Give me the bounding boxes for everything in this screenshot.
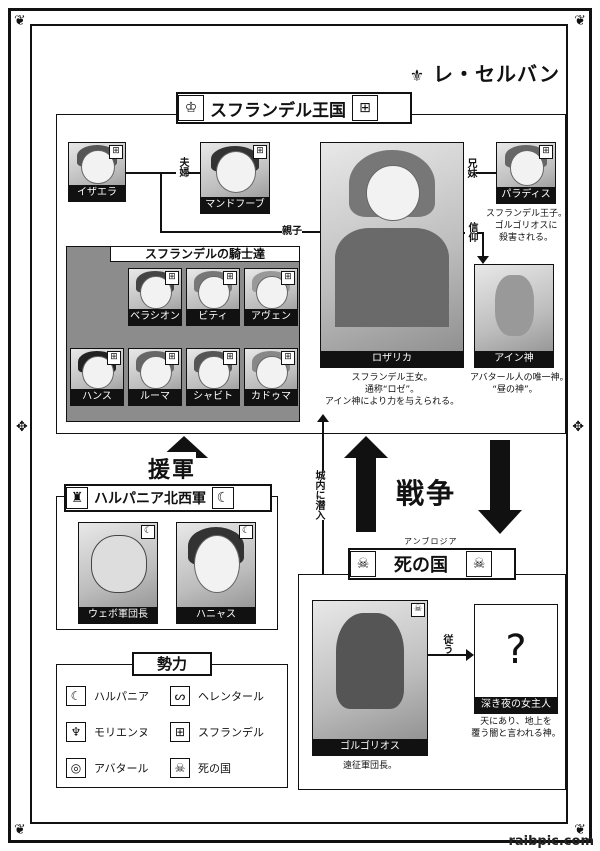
spouse-line: [126, 172, 200, 174]
faith-arrow-icon: [477, 256, 489, 264]
portrait-knight: ⊞ ベラシオン: [128, 268, 182, 326]
skull-icon: ☠: [411, 603, 425, 617]
portrait-hanyasu: ☾ ハニャス: [176, 522, 256, 624]
crescent-icon: ☾: [66, 686, 86, 706]
war-arrow-up-shaft: [356, 458, 376, 532]
page-title: ⚜ レ・セルバン: [409, 62, 560, 86]
portrait-knight: ⊞ カドゥマ: [244, 348, 298, 406]
kingdom-crest-icon: ♔: [178, 95, 204, 121]
shield-cross-icon: ⊞: [170, 722, 190, 742]
trident-icon: ♆: [66, 722, 86, 742]
shield-cross-icon: ⊞: [223, 271, 237, 285]
crescent-icon: ☾: [141, 525, 155, 539]
skull-icon: ☠: [170, 758, 190, 778]
side-ornament-icon: ✥: [16, 419, 28, 435]
watermark: raibpic.com: [508, 834, 594, 849]
portrait-knight: ⊞ シャビト: [186, 348, 240, 406]
skull-icon: ☠: [466, 551, 492, 577]
siblings-line: [464, 172, 496, 174]
portrait-izaera: ⊞ イザエラ: [68, 142, 126, 202]
rings-icon: ◎: [66, 758, 86, 778]
reinforcement-label: 援軍: [148, 452, 197, 484]
portrait-rozarika: ロザリカ: [320, 142, 464, 368]
unknown-mark: ?: [505, 627, 527, 673]
shield-cross-icon: ⊞: [223, 351, 237, 365]
relation-label-spouse: 夫婦: [176, 157, 188, 177]
rune-icon: ᔕ: [170, 686, 190, 706]
skull-icon: ☠: [350, 551, 376, 577]
war-arrow-down-shaft: [490, 440, 510, 512]
war-arrow-down-icon: [478, 510, 522, 534]
legend-title: 勢力: [132, 652, 212, 676]
portrait-paradisu: ⊞ パラディス: [496, 142, 556, 204]
portrait-queen-unknown: ? 深き夜の女主人: [474, 604, 558, 714]
ornate-border: [8, 8, 592, 843]
legend-item: ♆ モリエンヌ: [66, 722, 149, 742]
crescent-icon: ☾: [212, 487, 234, 509]
shield-cross-icon: ⊞: [109, 145, 123, 159]
legend-item: ᔕ ヘレンタール: [170, 686, 264, 706]
portrait-knight: ⊞ ルーマ: [128, 348, 182, 406]
shield-cross-icon: ⊞: [352, 95, 378, 121]
portrait-knight: ⊞ アヴェン: [244, 268, 298, 326]
death-country-ruby: アンブロジア: [404, 537, 458, 546]
portrait-knight: ⊞ ハンス: [70, 348, 124, 406]
description-paradisu: スフランデル王子。 ゴルゴリオスに 殺害される。: [486, 209, 568, 243]
legend-item: ◎ アバタール: [66, 758, 149, 778]
side-ornament-icon: ✥: [572, 419, 584, 435]
shield-cross-icon: ⊞: [165, 271, 179, 285]
shield-cross-icon: ⊞: [253, 145, 267, 159]
flourish-icon: ⚜: [409, 66, 426, 85]
infiltration-label: 城内に潜入: [312, 470, 324, 520]
harpania-crest-icon: ♜: [66, 487, 88, 509]
corner-ornament-icon: ❦: [574, 13, 586, 29]
portrait-webo: ☾ ウェボ軍団長: [78, 522, 158, 624]
kingdom-title-plate: ♔ スフランデル王国 ⊞: [176, 92, 412, 124]
description-queen: 天にあり、地上を 覆う闇と言われる神。: [471, 717, 561, 739]
relation-label-siblings: 兄妹: [464, 158, 476, 178]
war-arrow-up-icon: [344, 436, 388, 458]
parent-child-line: [160, 231, 320, 233]
relation-label-parent-child: 親子: [282, 222, 302, 237]
legend-item: ☾ ハルパニア: [66, 686, 149, 706]
relation-label-faith: 信仰: [465, 222, 477, 242]
portrait-ain: アイン神: [474, 264, 554, 368]
portrait-gorgorios: ☠ ゴルゴリオス: [312, 600, 428, 756]
shield-cross-icon: ⊞: [281, 271, 295, 285]
death-country-title-plate: ☠ 死の国 ☠: [348, 548, 516, 580]
shield-cross-icon: ⊞: [539, 145, 553, 159]
crescent-icon: ☾: [239, 525, 253, 539]
corner-ornament-icon: ❦: [14, 13, 26, 29]
obey-arrow-icon: [466, 649, 474, 661]
corner-ornament-icon: ❦: [14, 822, 26, 838]
relation-label-obey: 従う: [440, 634, 452, 654]
legend-item: ⊞ スフランデル: [170, 722, 264, 742]
harpania-title-plate: ♜ ハルパニア北西軍 ☾: [64, 484, 272, 512]
corner-ornament-icon: ❦: [574, 822, 586, 838]
family-line: [160, 172, 162, 232]
obey-line: [428, 654, 470, 656]
knights-title: スフランデルの騎士達: [110, 246, 300, 262]
description-gorgorios: 遠征軍団長。: [342, 761, 397, 771]
shield-cross-icon: ⊞: [165, 351, 179, 365]
legend-item: ☠ 死の国: [170, 758, 231, 778]
shield-cross-icon: ⊞: [107, 351, 121, 365]
portrait-mandofurbu: ⊞ マンドフーブ: [200, 142, 270, 214]
infiltration-arrow-icon: [317, 414, 329, 422]
shield-cross-icon: ⊞: [281, 351, 295, 365]
inner-border: [30, 24, 568, 824]
description-ain: アバタール人の唯一神。 “昼の神”。: [470, 373, 569, 395]
portrait-knight: ⊞ ビティ: [186, 268, 240, 326]
war-label: 戦争: [396, 477, 457, 510]
faith-line: [482, 232, 484, 260]
description-rozarika: スフランデル王女。 通称“ロゼ”。 アイン神により力を与えられる。: [324, 373, 460, 407]
